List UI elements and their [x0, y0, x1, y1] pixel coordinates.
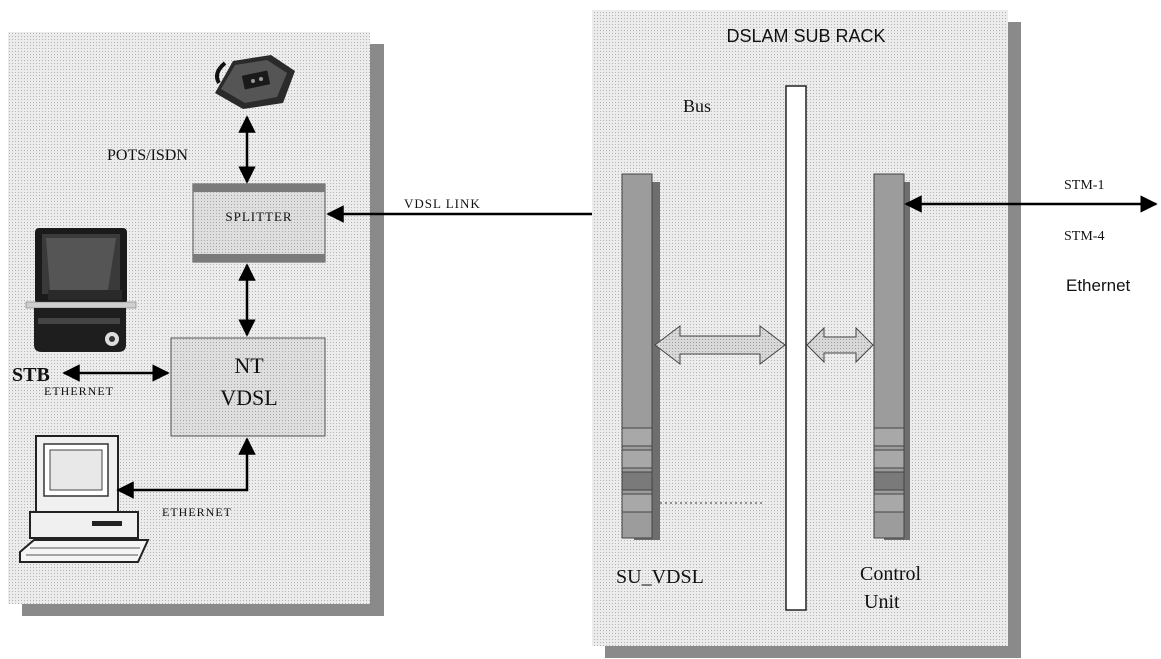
bus-bar	[786, 86, 806, 610]
splitter-label: SPLITTER	[225, 209, 292, 224]
su-vdsl-label: SU_VDSL	[616, 566, 704, 588]
unit-label: Unit	[864, 591, 900, 613]
stm1-label: STM-1	[1064, 178, 1104, 193]
splitter-box: SPLITTER	[193, 184, 325, 262]
vdsl-link-label: VDSL LINK	[404, 196, 481, 211]
ethernet-uplink-label: Ethernet	[1066, 276, 1131, 295]
vdsl-label: VDSL	[220, 385, 277, 410]
ethernet-label-pc: ETHERNET	[162, 505, 232, 519]
pots-isdn-label: POTS/ISDN	[107, 147, 188, 164]
tv-monitor-icon	[35, 228, 127, 304]
control-label: Control	[860, 563, 922, 585]
set-top-box-icon	[26, 302, 136, 352]
ethernet-label-stb: ETHERNET	[44, 384, 114, 398]
su-vdsl-card	[622, 174, 660, 540]
nt-vdsl-box: NT VDSL	[171, 338, 325, 436]
stb-label: STB	[12, 364, 50, 386]
bus-label: Bus	[683, 96, 711, 116]
nt-label: NT	[234, 353, 264, 378]
stm4-label: STM-4	[1064, 229, 1104, 244]
control-unit-card	[874, 174, 910, 540]
dslam-title: DSLAM SUB RACK	[726, 26, 885, 46]
